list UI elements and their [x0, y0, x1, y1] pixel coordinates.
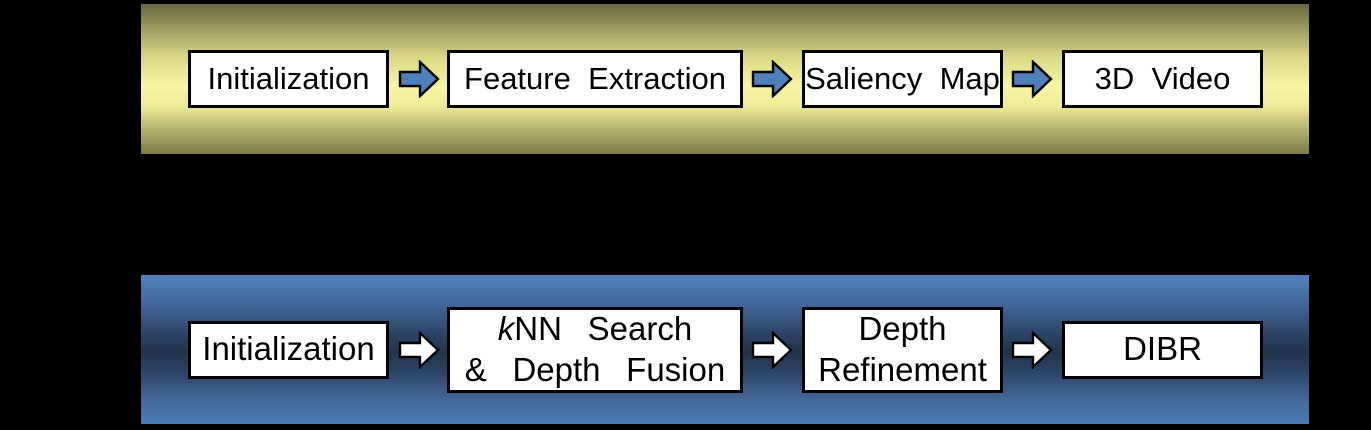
- step-label-line-1: Depth: [858, 310, 947, 348]
- step-box-initialization: Initialization: [188, 50, 389, 108]
- right-block-arrow-icon: [398, 60, 440, 98]
- step-label: Initialization: [202, 330, 375, 368]
- step-label-line-2: & Depth Fusion: [464, 350, 726, 388]
- step-box-initialization: Initialization: [188, 320, 389, 379]
- right-block-arrow-icon: [751, 330, 793, 369]
- step-box-saliency-map: Saliency Map: [802, 50, 1003, 108]
- right-block-arrow-icon: [1011, 60, 1053, 98]
- step-label-line-2: Refinement: [818, 350, 987, 388]
- step-label-line-1: kNN Search: [497, 310, 693, 348]
- step-box-dibr: DIBR: [1062, 320, 1263, 379]
- right-block-arrow-icon: [751, 60, 793, 98]
- right-block-arrow-icon: [1011, 330, 1053, 369]
- step-box-feature-extraction: Feature Extraction: [447, 50, 743, 108]
- step-label: DIBR: [1123, 330, 1202, 368]
- step-box-depth-refinement: Depth Refinement: [802, 306, 1003, 393]
- step-label: Saliency Map: [805, 61, 1000, 97]
- step-box-3d-video: 3D Video: [1062, 50, 1263, 108]
- step-label: Initialization: [207, 61, 370, 97]
- right-block-arrow-icon: [398, 330, 440, 369]
- step-label: Feature Extraction: [464, 61, 726, 97]
- pipeline-band-depth-dibr: Initialization kNN Search & Depth Fusion…: [141, 275, 1309, 424]
- italic-k: k: [497, 310, 515, 348]
- step-label: 3D Video: [1094, 61, 1231, 97]
- step-box-knn-search-depth-fusion: kNN Search & Depth Fusion: [447, 306, 743, 393]
- pipeline-band-saliency: Initialization Feature Extraction Salien…: [141, 4, 1309, 154]
